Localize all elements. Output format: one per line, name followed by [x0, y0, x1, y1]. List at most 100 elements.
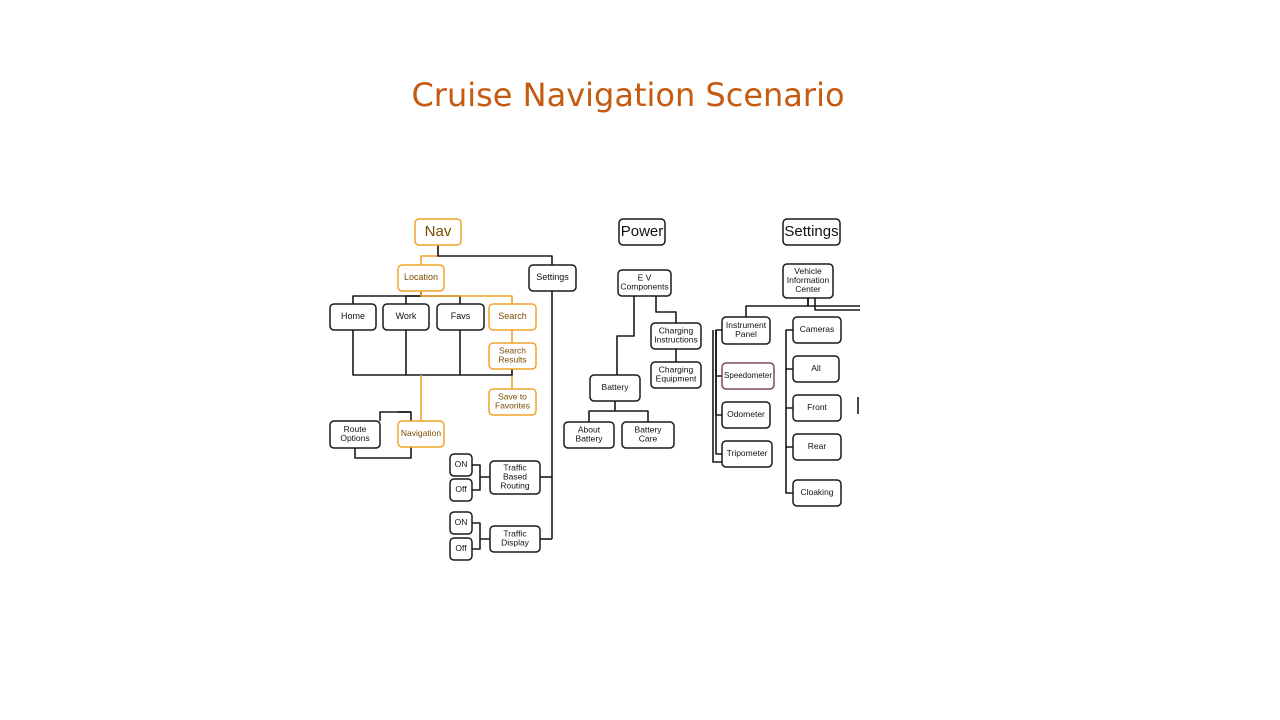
node-box: [721, 440, 773, 468]
connector-line: [472, 539, 481, 550]
node-box: [792, 355, 840, 383]
connector-line: [472, 522, 490, 540]
connector-line: [615, 410, 649, 422]
node-label: Settings: [784, 223, 838, 240]
node-box: [449, 478, 473, 502]
node-label: Off: [455, 543, 467, 553]
node-nav: Nav: [414, 218, 462, 246]
connector-line: [588, 401, 616, 422]
connector-line: [712, 330, 722, 463]
node-box: [414, 218, 462, 246]
node-label: Off: [455, 484, 467, 494]
node-box: [382, 303, 430, 331]
node-cam-cloaking: Cloaking: [792, 479, 842, 507]
node-box: [792, 433, 842, 461]
node-box: [721, 316, 771, 345]
node-box: [489, 460, 541, 495]
node-box: [782, 218, 841, 246]
node-box: [721, 362, 775, 390]
node-box: [617, 269, 672, 297]
node-box: [449, 537, 473, 561]
node-box: [721, 401, 771, 429]
node-box: [397, 420, 445, 448]
node-label: Favs: [451, 311, 471, 321]
node-box: [563, 421, 615, 449]
node-tripometer: Tripometer: [721, 440, 773, 468]
tree-connectors: [352, 245, 860, 550]
node-box: [488, 342, 537, 370]
connector-line: [420, 291, 513, 304]
node-label: Nav: [425, 223, 452, 240]
node-box: [650, 361, 702, 389]
node-td-on: ON: [449, 511, 473, 535]
connector-line: [437, 245, 553, 265]
node-box: [589, 374, 641, 402]
node-navigation: Navigation: [397, 420, 445, 448]
node-label: Cameras: [800, 324, 834, 334]
node-td-off: Off: [449, 537, 473, 561]
connector-line: [616, 296, 635, 375]
connector-line: [715, 330, 722, 455]
node-power: Power: [618, 218, 666, 246]
node-work: Work: [382, 303, 430, 331]
node-box: [397, 264, 445, 292]
node-label: ON: [455, 459, 468, 469]
node-box: [449, 511, 473, 535]
node-box: [792, 316, 842, 344]
node-nav-settings: Settings: [528, 264, 577, 292]
node-box: [792, 479, 842, 507]
node-box: [488, 303, 537, 331]
node-cameras: Cameras: [792, 316, 842, 344]
node-box: [528, 264, 577, 292]
node-label: Location: [404, 272, 438, 282]
node-box: [449, 453, 473, 477]
connector-line: [785, 329, 793, 370]
node-label: Odometer: [727, 409, 765, 419]
node-tr-on: ON: [449, 453, 473, 477]
node-label: Front: [807, 402, 827, 412]
connector-line: [352, 291, 422, 304]
node-battery: Battery: [589, 374, 641, 402]
node-box: [792, 394, 842, 422]
connector-line: [420, 245, 439, 265]
node-box: [489, 525, 541, 553]
node-home: Home: [329, 303, 377, 331]
node-box: [329, 303, 377, 331]
node-label: Home: [341, 311, 365, 321]
connector-line: [807, 298, 860, 307]
node-search: Search: [488, 303, 537, 331]
node-label: Search: [498, 311, 527, 321]
connector-line: [715, 329, 722, 377]
node-label: Tripometer: [727, 448, 768, 458]
node-tr-off: Off: [449, 478, 473, 502]
node-label: ON: [455, 517, 468, 527]
connector-line: [472, 464, 490, 478]
node-favs: Favs: [436, 303, 485, 331]
connector-line: [405, 291, 422, 304]
connector-line: [655, 296, 677, 323]
node-label: Rear: [808, 441, 827, 451]
node-label: Cloaking: [800, 487, 833, 497]
node-label: Work: [396, 311, 417, 321]
node-cam-rear: Rear: [792, 433, 842, 461]
node-box: [650, 322, 702, 350]
